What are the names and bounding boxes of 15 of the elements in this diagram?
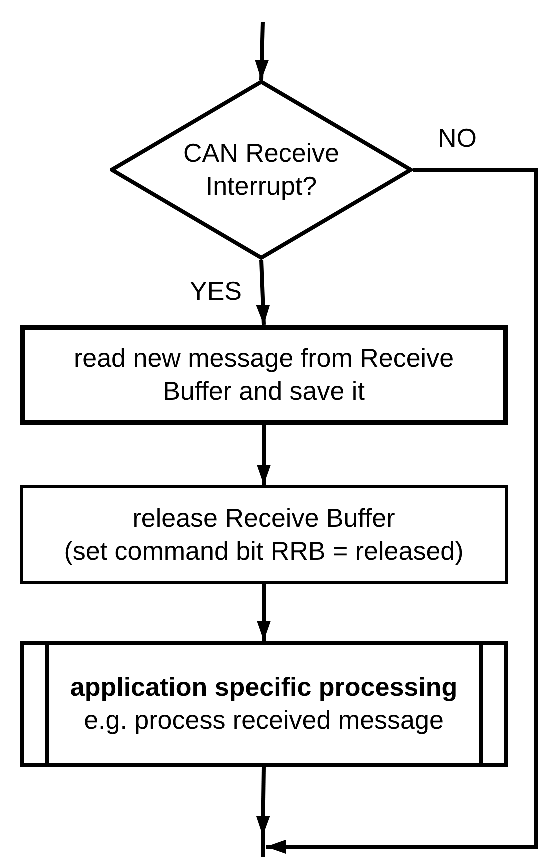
process-text: e.g. process received message [84,704,444,737]
arrow [256,766,270,836]
process-text: CAN Receive Interrupt? [182,137,341,203]
process-heading: application specific processing [70,671,458,704]
process-box [20,485,508,584]
process-text: release Receive Buffer [132,502,396,534]
subroutine-box [20,641,508,767]
process-text: (set command bit RRB = released) [64,534,464,568]
arrow [257,425,271,485]
arrow [266,168,538,854]
arrow [255,22,270,80]
arrow [256,260,270,326]
process-text: read new message from Receive Buffer and save it [72,342,456,408]
process-box [20,325,508,425]
arrow [257,584,271,641]
